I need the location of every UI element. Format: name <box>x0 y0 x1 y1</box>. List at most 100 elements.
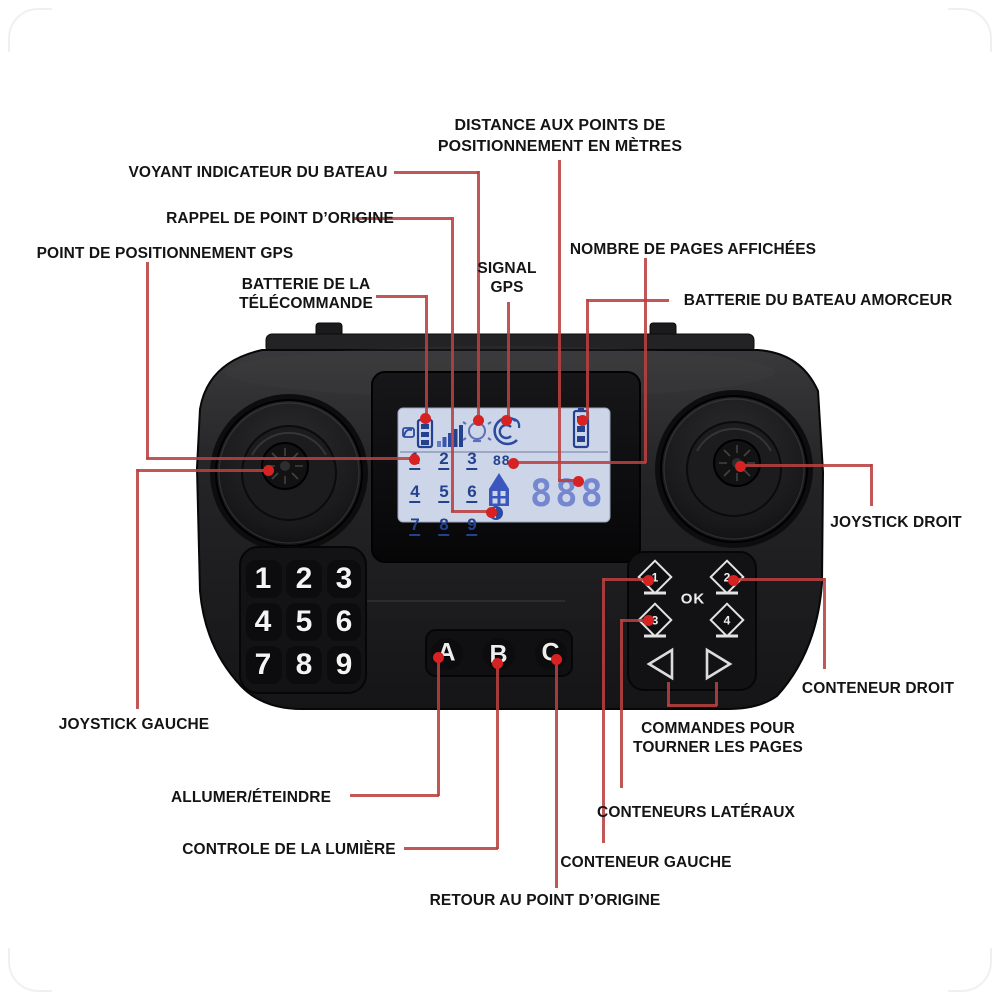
annotation-dot <box>734 460 746 472</box>
keypad-key-4[interactable]: 4 <box>254 605 272 638</box>
label-joystick-droit: JOYSTICK DROIT <box>830 514 962 531</box>
card-corner <box>948 8 992 52</box>
annotation-dot <box>491 657 503 669</box>
page-left-icon[interactable] <box>646 647 674 681</box>
annotation-line <box>451 510 491 513</box>
annotation-dot <box>727 574 739 586</box>
label-voyant-indicateur: VOYANT INDICATEUR DU BATEAU <box>128 164 388 181</box>
keypad-key-5[interactable]: 5 <box>295 605 313 638</box>
annotation-dot <box>485 506 497 518</box>
keypad-key-6[interactable]: 6 <box>335 605 353 638</box>
keypad-key-7[interactable]: 7 <box>254 648 272 681</box>
annotation-line <box>715 682 718 706</box>
label-batterie-telecommande-line1: BATTERIE DE LA <box>241 276 371 293</box>
label-conteneur-gauche: CONTENEUR GAUCHE <box>560 854 732 871</box>
keypad-panel <box>239 546 367 694</box>
annotation-line <box>644 258 647 463</box>
ok-button[interactable]: OK <box>680 590 706 608</box>
label-batterie-telecommande-line2: TÉLÉCOMMANDE <box>239 295 373 312</box>
lcd-grid-8: 8 <box>438 515 450 536</box>
keypad-key-9[interactable]: 9 <box>335 648 353 681</box>
annotation-line <box>603 578 648 581</box>
diamond-button-4-underline <box>716 634 738 638</box>
label-batterie-bateau: BATTERIE DU BATEAU AMORCEUR <box>683 292 953 309</box>
annotation-dot <box>572 475 584 487</box>
annotation-line <box>586 299 589 420</box>
label-commandes-pages: COMMANDES POUR TOURNER LES PAGES <box>633 719 803 757</box>
annotation-line <box>350 794 439 797</box>
label-commandes-pages-line1: COMMANDES POUR <box>641 720 795 737</box>
annotation-dot <box>642 574 654 586</box>
annotation-dot <box>507 457 519 469</box>
label-batterie-telecommande: BATTERIE DE LA TÉLÉCOMMANDE <box>239 275 373 313</box>
lcd-pages-value: 88 <box>493 452 511 468</box>
annotation-line <box>558 160 561 481</box>
diamond-button-4-label: 4 <box>723 613 731 627</box>
annotation-line <box>870 464 873 506</box>
label-rappel-origine: RAPPEL DE POINT D’ORIGINE <box>166 210 394 227</box>
label-controle-lumiere: CONTROLE DE LA LUMIÈRE <box>182 841 396 858</box>
label-conteneurs-lateraux: CONTENEURS LATÉRAUX <box>597 804 795 821</box>
annotation-line <box>353 217 452 220</box>
boat-icon <box>489 473 509 506</box>
label-retour-origine: RETOUR AU POINT D’ORIGINE <box>429 892 661 909</box>
lcd-grid-9: 9 <box>466 515 478 536</box>
annotation-line <box>451 217 454 512</box>
annotation-line <box>732 578 825 581</box>
annotation-dot <box>408 453 420 465</box>
label-conteneur-droit: CONTENEUR DROIT <box>801 680 955 697</box>
annotation-line <box>376 295 426 298</box>
lcd-grid-4: 4 <box>409 482 421 503</box>
label-signal-gps-line2: GPS <box>490 279 524 296</box>
top-rail <box>265 322 755 354</box>
lcd-grid-5: 5 <box>438 482 450 503</box>
annotation-dot <box>432 651 444 663</box>
annotation-line <box>146 457 414 460</box>
label-nombre-pages: NOMBRE DE PAGES AFFICHÉES <box>569 241 817 258</box>
annotation-dot <box>262 464 274 476</box>
label-distance-points-line2: POSITIONNEMENT EN MÈTRES <box>437 138 683 155</box>
annotation-line <box>477 171 480 420</box>
label-signal-gps-line1: SIGNAL <box>477 260 537 277</box>
annotation-line <box>137 469 268 472</box>
lcd-grid-3: 3 <box>466 449 478 470</box>
keypad-key-3[interactable]: 3 <box>335 562 353 595</box>
annotation-dot <box>550 653 562 665</box>
page-right-icon[interactable] <box>705 647 733 681</box>
diamond-button-2-underline <box>716 591 738 595</box>
right-joystick[interactable] <box>655 390 813 548</box>
keypad-key-1[interactable]: 1 <box>254 562 272 595</box>
annotation-line <box>621 619 648 622</box>
annotation-line <box>667 704 717 707</box>
annotation-line <box>558 479 578 482</box>
annotation-line <box>587 299 669 302</box>
annotation-line <box>404 847 498 850</box>
annotation-dot <box>576 414 588 426</box>
label-joystick-gauche: JOYSTICK GAUCHE <box>58 716 210 733</box>
annotation-dot <box>419 412 431 424</box>
annotation-line <box>620 619 623 788</box>
label-commandes-pages-line2: TOURNER LES PAGES <box>633 739 803 756</box>
annotation-line <box>555 659 558 888</box>
annotation-line <box>136 469 139 709</box>
keypad-key-2[interactable]: 2 <box>295 562 313 595</box>
annotation-dot <box>472 414 484 426</box>
diamond-button-1-underline <box>644 591 666 595</box>
annotation-line <box>437 657 440 796</box>
label-distance-points-line1: DISTANCE AUX POINTS DE <box>454 117 666 134</box>
lcd-distance-value: 888 <box>530 472 606 515</box>
label-distance-points: DISTANCE AUX POINTS DE POSITIONNEMENT EN… <box>438 115 682 157</box>
annotation-line <box>394 171 479 174</box>
diamond-button-3-underline <box>644 634 666 638</box>
label-signal-gps: SIGNAL GPS <box>477 259 536 297</box>
label-point-positionnement-gps: POINT DE POSITIONNEMENT GPS <box>36 245 294 262</box>
annotation-line <box>823 578 826 669</box>
annotation-line <box>667 682 670 706</box>
left-joystick[interactable] <box>210 394 368 552</box>
annotation-line <box>496 663 499 849</box>
annotation-line <box>146 262 149 459</box>
annotation-line <box>602 578 605 843</box>
keypad-key-8[interactable]: 8 <box>295 648 313 681</box>
signal-bars-icon <box>437 425 463 447</box>
